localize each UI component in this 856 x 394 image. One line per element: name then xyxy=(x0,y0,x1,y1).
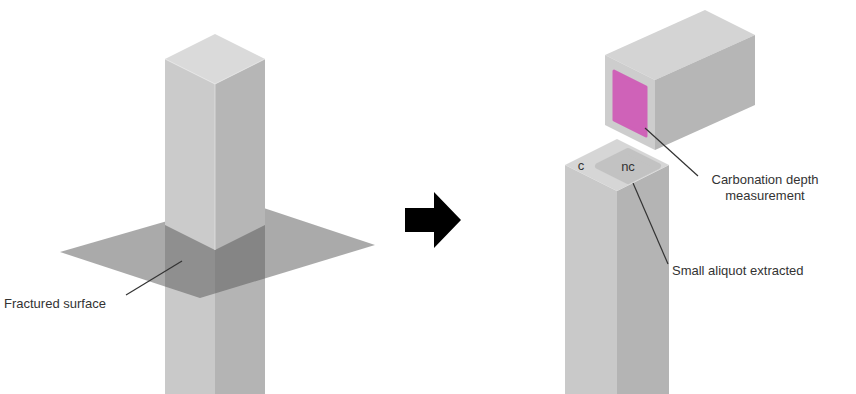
specimen-top-face: c nc xyxy=(565,139,669,191)
callout-label: Small aliquot extracted xyxy=(672,263,842,279)
phenolphthalein-stain xyxy=(614,71,646,136)
zone-label: nc xyxy=(621,159,635,174)
concrete-prism-upper xyxy=(165,34,265,250)
concrete-prism-lower xyxy=(165,59,265,394)
non-carbonated-core: nc xyxy=(598,151,658,181)
concrete-prism-lower-half xyxy=(565,165,669,394)
leader-line xyxy=(126,261,182,295)
leader-line xyxy=(633,183,668,264)
concrete-prism-upper-half xyxy=(605,10,755,150)
zone-label: c xyxy=(578,158,585,173)
callout-label: Carbonation depth measurement xyxy=(690,172,840,204)
process-arrow xyxy=(405,192,461,248)
callout-label: Fractured surface xyxy=(4,296,134,312)
